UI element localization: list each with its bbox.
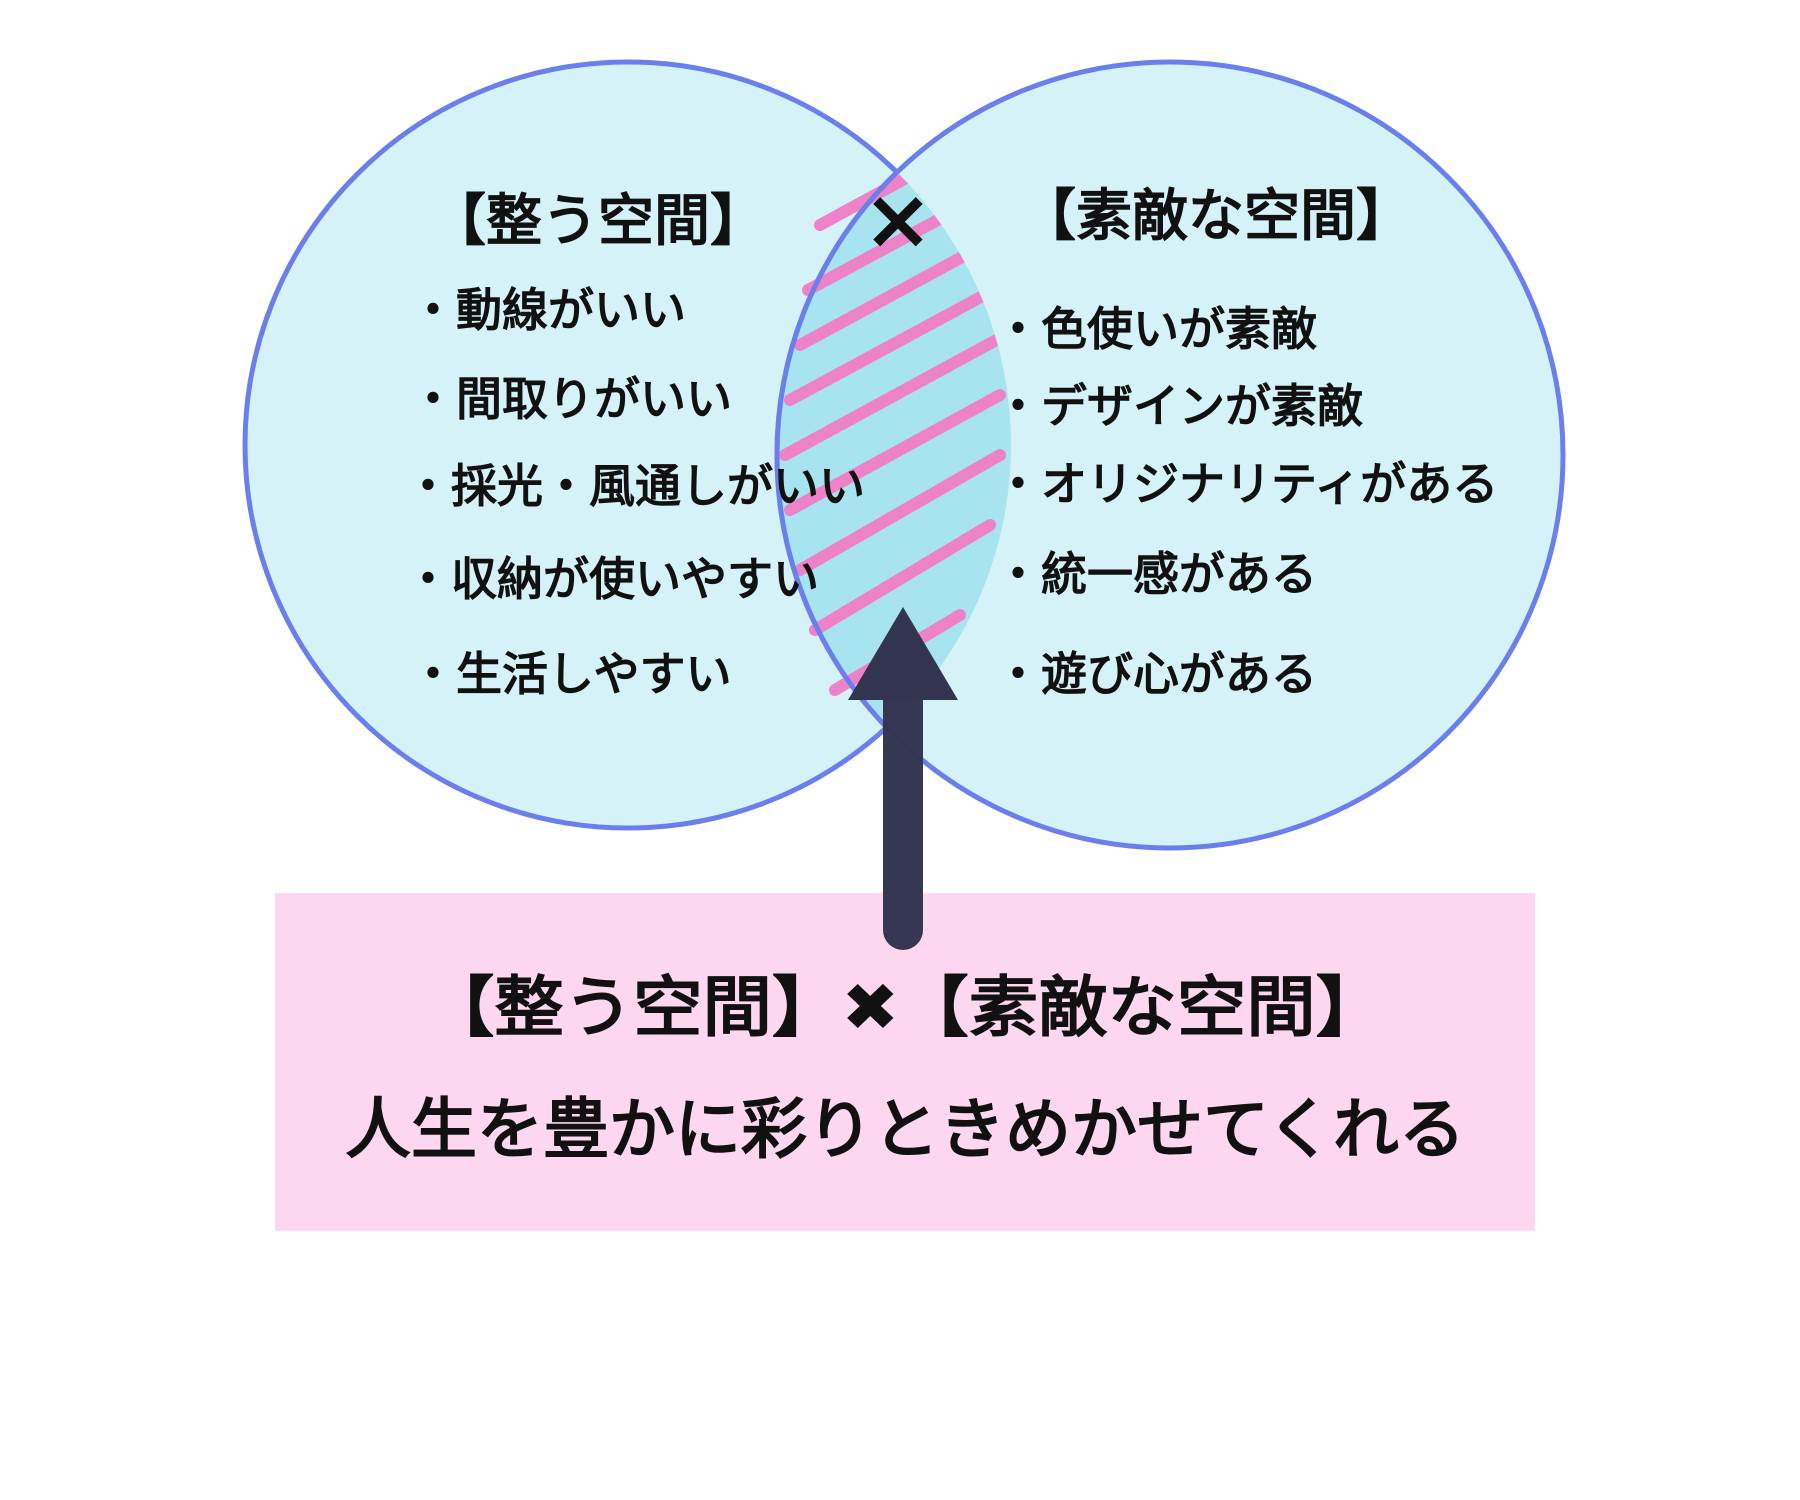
right-item-5: ・遊び心がある bbox=[995, 647, 1317, 701]
right-item-2: ・デザインが素敵 bbox=[995, 379, 1363, 433]
summary-line-1: 【整う空間】✖【素敵な空間】 bbox=[425, 969, 1385, 1046]
left-item-2: ・間取りがいい bbox=[410, 372, 732, 426]
up-arrow-icon bbox=[848, 607, 958, 950]
right-title: 【素敵な空間】 bbox=[1020, 184, 1412, 249]
summary-line-2: 人生を豊かに彩りときめかせてくれる bbox=[345, 1091, 1465, 1168]
left-item-5: ・生活しやすい bbox=[410, 647, 732, 701]
left-item-1: ・動線がいい bbox=[410, 283, 686, 337]
right-item-4: ・統一感がある bbox=[995, 547, 1317, 601]
left-item-3: ・採光・風通しがいい bbox=[405, 459, 865, 513]
left-title: 【整う空間】 bbox=[430, 189, 766, 254]
right-item-1: ・色使いが素敵 bbox=[995, 302, 1317, 356]
cross-icon: × bbox=[863, 170, 933, 268]
overlap-hatching bbox=[779, 159, 1006, 696]
left-item-4: ・収納が使いやすい bbox=[405, 552, 819, 606]
right-item-3: ・オリジナリティがある bbox=[995, 457, 1498, 511]
